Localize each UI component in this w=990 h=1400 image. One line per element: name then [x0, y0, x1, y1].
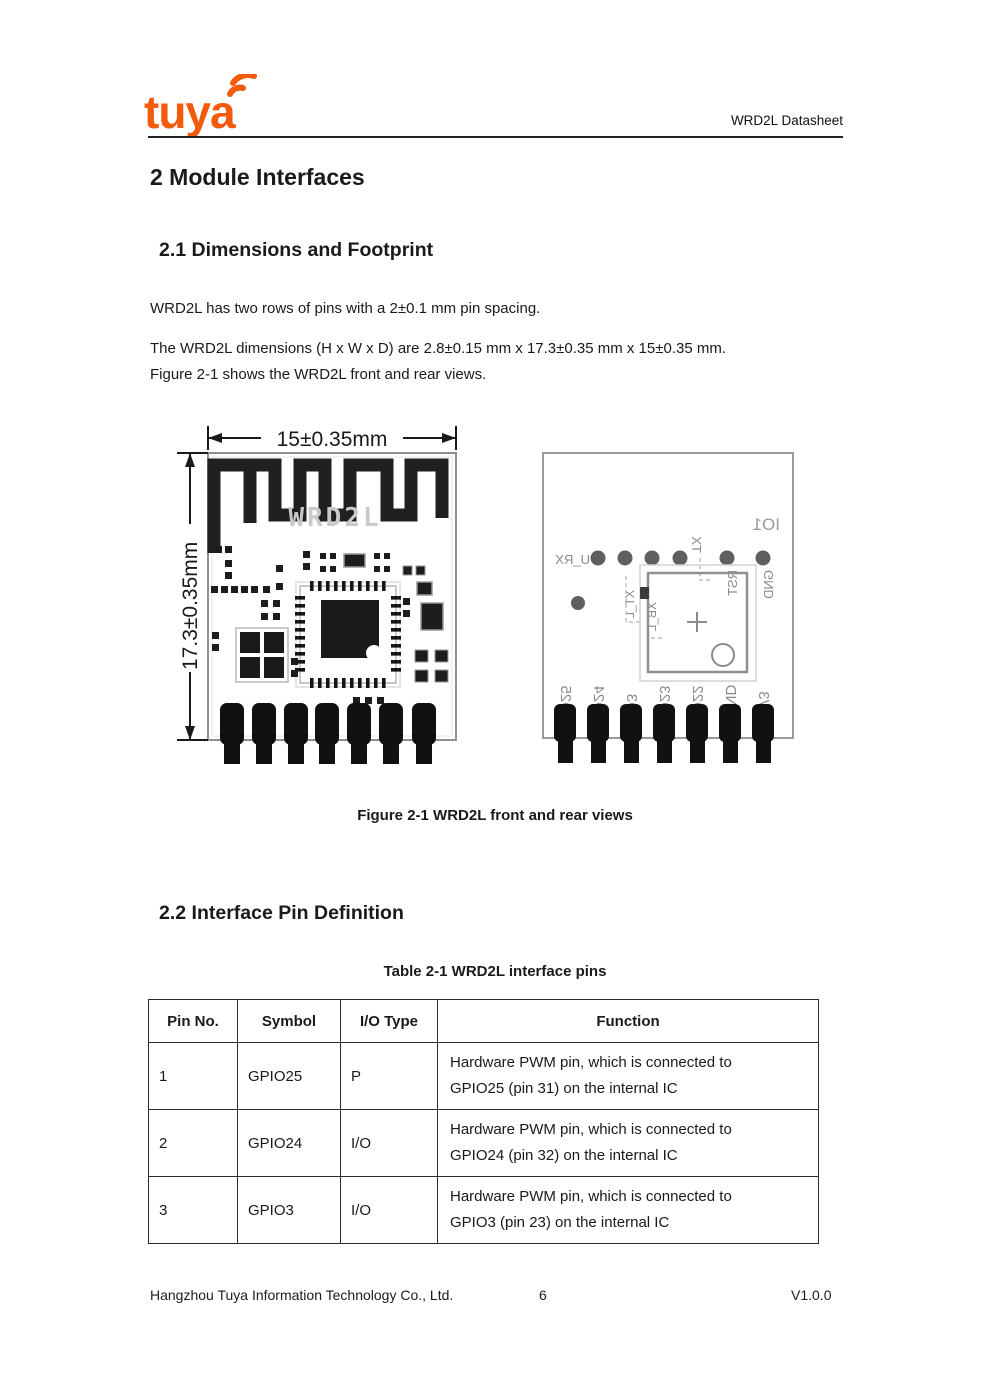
paragraph-dimensions: The WRD2L dimensions (H x W x D) are 2.8… [150, 340, 726, 383]
interface-pin-table: Pin No. Symbol I/O Type Function 1 GPIO2… [148, 999, 819, 1244]
header-rule [148, 136, 843, 138]
module-rear-view: IO1 U_RX TX RST GND XT_L XB_L IO25 IO24 … [542, 452, 794, 763]
front-silkscreen-label: WRD2L [288, 503, 381, 533]
cell-symbol: GPIO25 [237, 1042, 341, 1110]
col-header-function: Function [437, 999, 819, 1043]
cell-function: Hardware PWM pin, which is connected to … [437, 1042, 819, 1110]
cell-function-text: Hardware PWM pin, which is connected to … [450, 1054, 732, 1097]
front-height-dimension: 17.3±0.35mm [176, 452, 208, 741]
rear-pins [554, 704, 774, 763]
logo-signal-arc-inner [227, 84, 246, 97]
rear-pcb-board [542, 452, 794, 739]
cell-symbol: GPIO3 [237, 1176, 341, 1244]
table-row: 1 GPIO25 P Hardware PWM pin, which is co… [148, 1042, 819, 1110]
smd-components [211, 546, 449, 704]
table-row: 2 GPIO24 I/O Hardware PWM pin, which is … [148, 1109, 819, 1177]
paragraph-pin-spacing: WRD2L has two rows of pins with a 2±0.1 … [150, 300, 541, 317]
cell-pin-no: 1 [148, 1042, 238, 1110]
rear-label-urx: U_RX [555, 552, 590, 567]
cell-pin-no: 2 [148, 1109, 238, 1177]
cell-function-text: Hardware PWM pin, which is connected to … [450, 1188, 732, 1231]
rear-label-gnd: GND [761, 570, 776, 599]
doc-title: WRD2L Datasheet [730, 113, 843, 128]
chapter-heading: 2 Module Interfaces [150, 164, 365, 190]
col-header-symbol: Symbol [237, 999, 341, 1043]
antenna-trace [207, 458, 449, 553]
cell-symbol: GPIO24 [237, 1109, 341, 1177]
tuya-logo-text: tuya [144, 86, 236, 138]
col-header-pin-no: Pin No. [148, 999, 238, 1043]
cell-pin-no: 3 [148, 1176, 238, 1244]
module-front-view: 15±0.35mm 17.3±0.35mm WRD2L [176, 423, 457, 764]
tuya-logo: tuya [144, 74, 257, 138]
rear-label-tx: TX [689, 536, 704, 553]
table-row: 3 GPIO3 I/O Hardware PWM pin, which is c… [148, 1176, 819, 1244]
rear-label-rst: RST [725, 570, 740, 596]
cell-function: Hardware PWM pin, which is connected to … [437, 1109, 819, 1177]
front-pins [220, 703, 436, 764]
qfn-chip [295, 581, 401, 688]
footer-company: Hangzhou Tuya Information Technology Co.… [150, 1287, 454, 1303]
rear-test-pads [571, 550, 771, 610]
table-header-row: Pin No. Symbol I/O Type Function [148, 999, 819, 1043]
cell-function: Hardware PWM pin, which is connected to … [437, 1176, 819, 1244]
front-width-dimension: 15±0.35mm [207, 423, 457, 451]
rear-corner-label: IO1 [753, 515, 780, 534]
cell-io-type: I/O [340, 1109, 438, 1177]
figure-caption: Figure 2-1 WRD2L front and rear views [357, 807, 633, 824]
section-2-2-heading: 2.2 Interface Pin Definition [159, 902, 404, 924]
col-header-io-type: I/O Type [340, 999, 438, 1043]
cell-io-type: P [340, 1042, 438, 1110]
cell-io-type: I/O [340, 1176, 438, 1244]
logo-signal-arc-outer [230, 74, 257, 86]
front-width-label: 15±0.35mm [277, 428, 388, 451]
front-height-label: 17.3±0.35mm [179, 542, 202, 670]
rear-label-xt1: XT_L [623, 590, 637, 619]
crystal-pads [235, 627, 289, 683]
cell-function-text: Hardware PWM pin, which is connected to … [450, 1121, 732, 1164]
rear-shield-footprint [639, 564, 757, 682]
footer-page-number: 6 [539, 1287, 547, 1303]
section-2-1-heading: 2.1 Dimensions and Footprint [159, 239, 434, 261]
footer-version: V1.0.0 [791, 1287, 832, 1303]
table-caption: Table 2-1 WRD2L interface pins [383, 963, 607, 980]
